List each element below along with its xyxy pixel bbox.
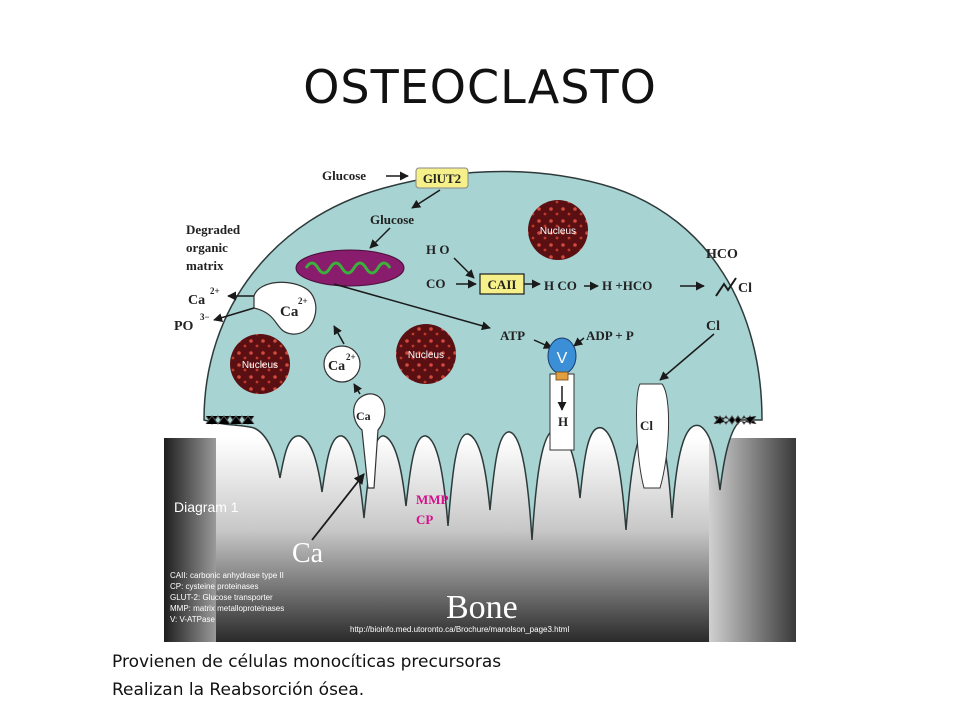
cl-in-label: Cl [640,418,653,433]
legend-item: GLUT-2: Glucose transporter [170,593,273,602]
degraded-label-3: matrix [186,258,224,273]
caption-origin: Provienen de células monocíticas precurs… [112,652,502,672]
co2-label: CO [426,276,446,291]
cl-out-label: Cl [738,281,752,296]
h-out-label: H [558,414,568,429]
sealing-zone-left [205,415,255,425]
charge-label: 3− [200,312,210,322]
ca-bone-label: Ca [292,538,324,569]
charge-label: 2+ [346,352,356,362]
source-url: http://bioinfo.med.utoronto.ca/Brochure/… [350,625,569,634]
nucleus-left: Nucleus [230,334,290,394]
proton-channel [549,373,575,451]
legend-item: CP: cysteine proteinases [170,582,259,591]
caii-box: CAII [479,273,525,295]
charge-label: 2+ [210,286,220,296]
ca-label: Ca [356,409,371,423]
atp-label: ATP [500,328,525,343]
ca-label: Ca [280,304,299,320]
caption-function: Realizan la Reabsorción ósea. [112,680,365,700]
adp-p-label: ADP + P [586,328,634,343]
h2co3-label: H CO [544,278,577,293]
charge-label: 2+ [298,296,308,306]
nucleus-center: Nucleus [396,324,456,384]
chloride-channel [636,383,670,489]
degraded-label-2: organic [186,240,228,255]
v-pump-label: V [557,350,568,367]
bone-label: Bone [446,589,518,626]
nucleus-top-right: Nucleus [528,200,588,260]
slide-title: OSTEOCLASTO [303,60,657,114]
nucleus-label: Nucleus [408,350,444,361]
glucose-inner-label: Glucose [370,212,414,227]
vesicle-ca-1: Ca 2+ [253,281,317,335]
exchanger-icon [715,277,737,297]
glucose-outer-label: Glucose [322,168,366,183]
nucleus-label: Nucleus [242,360,278,371]
vesicle-ca-2: Ca 2+ [323,345,361,383]
mmp-label: MMP [416,492,449,507]
hco3-out-label: HCO [706,247,738,262]
ca-label: Ca [328,359,345,374]
diagram-label: Diagram 1 [174,499,239,515]
caii-label: CAII [488,277,517,292]
h2o-label: H O [426,242,449,257]
vesicle-ca-3: Ca [353,393,386,489]
legend-item: V: V-ATPase [170,615,215,624]
mitochondrion [295,249,405,287]
bone-block [164,438,796,642]
cp-label: CP [416,512,433,527]
v-atpase-pump: V [547,337,577,381]
abbreviation-legend: CAII: carbonic anhydrase type II CP: cys… [170,571,284,624]
glut2-box: GlUT2 [415,167,469,189]
sealing-zone-right [713,415,757,425]
cl-mid-label: Cl [706,319,720,334]
glut2-label: GlUT2 [423,171,461,186]
ca-released-label: Ca [188,293,205,308]
degraded-label-1: Degraded [186,222,241,237]
legend-item: CAII: carbonic anhydrase type II [170,571,284,580]
nucleus-label: Nucleus [540,226,576,237]
po4-label: PO [174,319,194,334]
osteoclast-diagram: Nucleus Nucleus Nucleus Ca 2+ Ca 2+ Ca G… [164,158,796,642]
h-hco3-label: H +HCO [602,278,652,293]
legend-item: MMP: matrix metalloproteinases [170,604,284,613]
